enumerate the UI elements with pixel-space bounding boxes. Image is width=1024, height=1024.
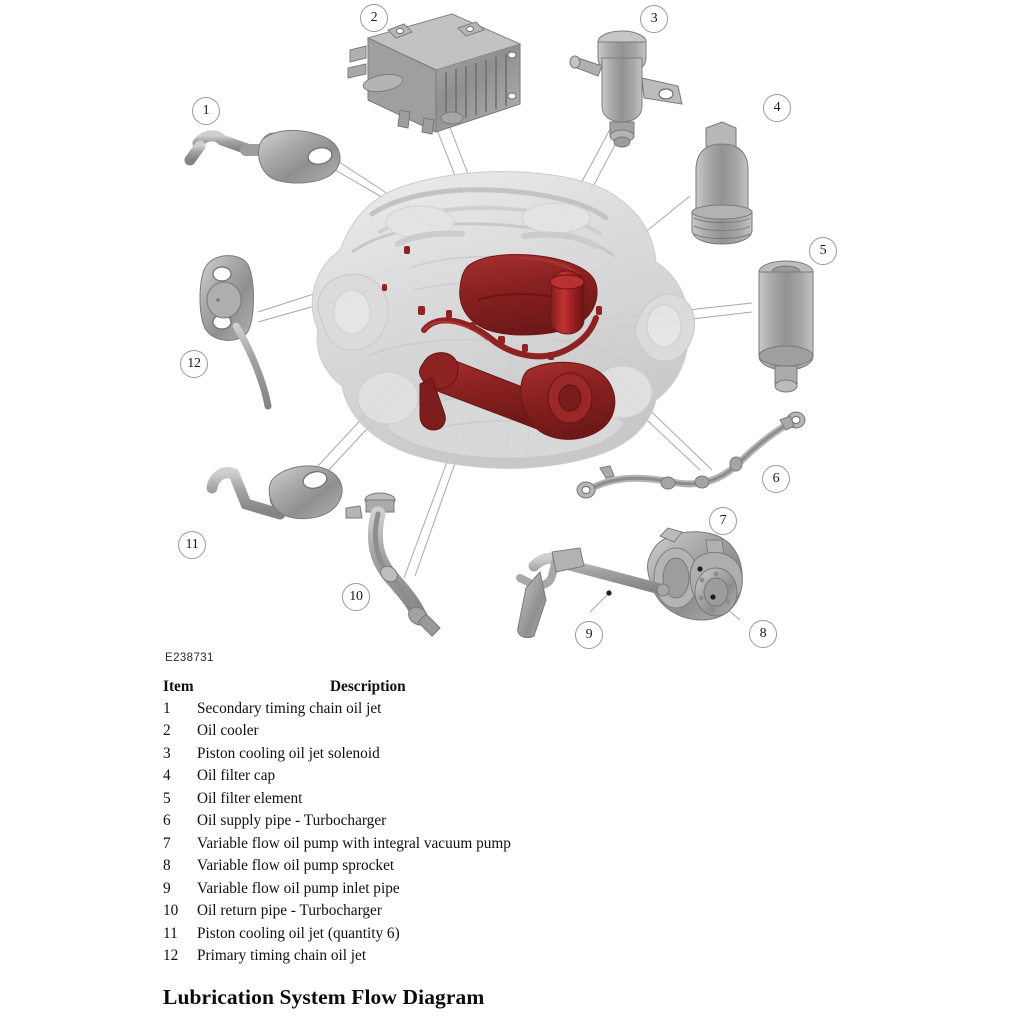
table-row: 10 Oil return pipe - Turbocharger — [163, 903, 783, 925]
callout-10[interactable]: 10 — [342, 583, 370, 611]
table-row: 6 Oil supply pipe - Turbocharger — [163, 813, 783, 835]
row-description: Variable flow oil pump sprocket — [197, 857, 395, 875]
table-row: 5 Oil filter element — [163, 791, 783, 813]
part-9-variable-flow-oil-pump-inlet-pipe — [516, 547, 670, 639]
row-description: Variable flow oil pump with integral vac… — [197, 834, 511, 852]
parts-table-head: Item Description — [163, 678, 783, 701]
part-3-piston-cooling-oil-jet-solenoid — [569, 30, 683, 148]
page-title: Lubrication System Flow Diagram — [163, 985, 485, 1009]
part-4-oil-filter-cap — [691, 121, 753, 245]
exploded-view-illustration — [184, 13, 814, 639]
row-description: Oil filter cap — [197, 767, 276, 785]
callout-7[interactable]: 7 — [709, 507, 737, 535]
part-5-oil-filter-element — [758, 260, 814, 393]
row-item-number: 8 — [163, 857, 171, 875]
parts-table-header-row: Item Description — [163, 678, 783, 701]
callout-9[interactable]: 9 — [575, 621, 603, 649]
row-description: Oil supply pipe - Turbocharger — [197, 812, 387, 830]
highlighted-oil-circuit — [382, 246, 616, 440]
callout-12[interactable]: 12 — [180, 350, 208, 378]
row-item-number: 6 — [163, 812, 171, 830]
table-row: 2 Oil cooler — [163, 723, 783, 745]
table-row: 4 Oil filter cap — [163, 768, 783, 790]
table-row: 7 Variable flow oil pump with integral v… — [163, 836, 783, 858]
row-item-number: 1 — [163, 700, 171, 717]
callout-11[interactable]: 11 — [178, 531, 206, 559]
part-12-primary-timing-chain-oil-jet — [199, 255, 272, 410]
row-description: Primary timing chain oil jet — [197, 947, 367, 965]
row-description: Oil cooler — [197, 722, 259, 740]
row-item-number: 9 — [163, 879, 171, 897]
part-10-oil-return-pipe-turbocharger — [345, 492, 441, 637]
table-row: 12 Primary timing chain oil jet — [163, 948, 783, 970]
row-description: Variable flow oil pump inlet pipe — [197, 879, 400, 897]
row-item-number: 11 — [163, 924, 178, 942]
callout-4[interactable]: 4 — [763, 94, 791, 122]
part-11-piston-cooling-oil-jet — [206, 465, 343, 520]
row-item-number: 2 — [163, 722, 171, 740]
callout-3[interactable]: 3 — [640, 5, 668, 33]
row-item-number: 7 — [163, 834, 171, 852]
row-item-number: 5 — [163, 789, 171, 807]
table-row: 1 Secondary timing chain oil jet — [163, 701, 783, 723]
column-header-description: Description — [330, 678, 406, 695]
column-header-item: Item — [163, 678, 194, 695]
part-2-oil-cooler — [347, 13, 522, 135]
callout-8[interactable]: 8 — [749, 620, 777, 648]
callout-5[interactable]: 5 — [809, 237, 837, 265]
row-item-number: 4 — [163, 767, 171, 785]
row-description: Secondary timing chain oil jet — [197, 700, 382, 717]
row-description: Oil return pipe - Turbocharger — [197, 902, 382, 920]
callout-2[interactable]: 2 — [360, 4, 388, 32]
figure-id-label: E238731 — [165, 652, 214, 664]
callout-6[interactable]: 6 — [762, 465, 790, 493]
leader-dots — [606, 566, 716, 600]
table-row: 9 Variable flow oil pump inlet pipe — [163, 881, 783, 903]
table-row: 3 Piston cooling oil jet solenoid — [163, 746, 783, 768]
parts-table-body: 1 Secondary timing chain oil jet 2 Oil c… — [163, 701, 783, 971]
part-6-oil-supply-pipe-turbocharger — [576, 411, 806, 499]
row-description: Piston cooling oil jet (quantity 6) — [197, 924, 400, 942]
row-item-number: 12 — [163, 947, 179, 965]
row-item-number: 3 — [163, 744, 171, 762]
table-row: 11 Piston cooling oil jet (quantity 6) — [163, 926, 783, 948]
part-8-variable-flow-oil-pump-sprocket — [694, 567, 738, 617]
parts-legend-table: Item Description 1 Secondary timing chai… — [163, 678, 783, 971]
table-row: 8 Variable flow oil pump sprocket — [163, 858, 783, 880]
row-description: Oil filter element — [197, 789, 303, 807]
callout-1[interactable]: 1 — [192, 97, 220, 125]
row-description: Piston cooling oil jet solenoid — [197, 744, 380, 762]
row-item-number: 10 — [163, 902, 179, 920]
part-1-secondary-timing-chain-oil-jet — [184, 129, 341, 184]
